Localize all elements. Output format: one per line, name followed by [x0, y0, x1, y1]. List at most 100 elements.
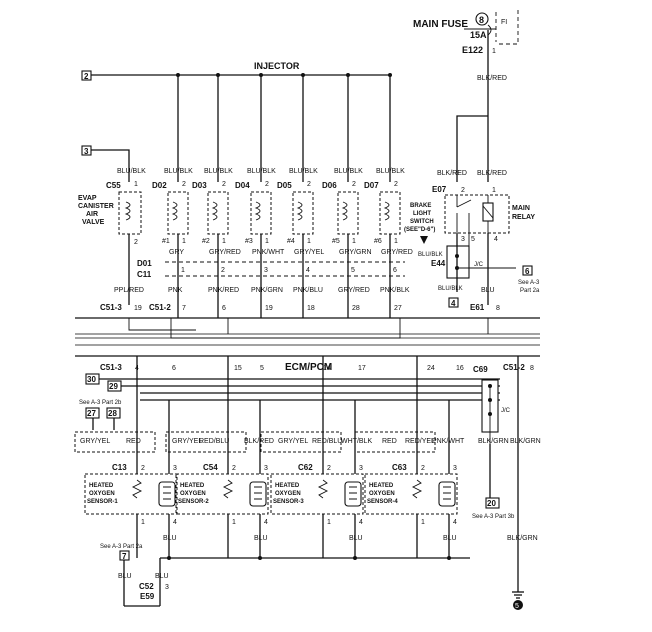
injector-bus: 2 INJECTOR 3: [81, 61, 390, 182]
sensor-wire-label: GRY/YEL: [80, 438, 110, 445]
sensor-pin-4: 4: [173, 519, 177, 526]
e59-label: E59: [140, 592, 155, 601]
fuse-number: 8: [479, 15, 484, 25]
injector-connector: D03: [192, 181, 207, 190]
sensor-wire-label: GRY/YEL: [172, 438, 202, 445]
c51-wire: PNK/RED: [208, 287, 239, 294]
brake-light-switch: BRAKE LIGHT SWITCH (SEE"D-6"): [404, 203, 435, 244]
c52-label: C52: [139, 582, 154, 591]
ref-3: 3: [84, 147, 89, 156]
sensor-name-3: SENSOR-1: [87, 499, 118, 505]
evap-name-4: VALVE: [82, 219, 105, 226]
ref-30: 30: [87, 375, 96, 384]
sensor-pin-3: 3: [453, 465, 457, 472]
injector-connector: D07: [364, 181, 379, 190]
see-2a-bottom: See A-3 Part 2a: [100, 544, 143, 550]
sensor-pin-1: 1: [141, 519, 145, 526]
blu-left: BLU: [118, 573, 132, 580]
c51-pin: 6: [222, 305, 226, 312]
sensor-pin-3: 3: [173, 465, 177, 472]
sensor-name-2: OXYGEN: [369, 491, 395, 497]
c51-wire: PNK/BLK: [380, 287, 410, 294]
d01-pin: 2: [221, 267, 225, 274]
main-fuse-label: MAIN FUSE: [413, 19, 468, 30]
c51-3-top: C51-3: [100, 303, 122, 312]
brake-name-1: BRAKE: [410, 203, 431, 209]
c51-wire: PNK/BLU: [293, 287, 323, 294]
fuse-fi: FI: [501, 19, 507, 26]
injector-pin2: 2: [394, 181, 398, 188]
evap-canister-valve: BLU/BLK C55 1 EVAP CANISTER AIR VALVE 2 …: [78, 168, 146, 305]
sensor-name-1: HEATED: [275, 483, 300, 489]
relay-pin2: 2: [461, 187, 465, 194]
ecm-pin: 6: [172, 365, 176, 372]
main-fuse: MAIN FUSE 8 15A FI E122 1 BLK/RED: [413, 10, 519, 116]
c51-pin: 18: [307, 305, 315, 312]
ref-7: 7: [122, 552, 127, 561]
ref-6: 6: [525, 267, 530, 276]
c11-label: C11: [137, 270, 152, 279]
sensor-name-2: OXYGEN: [180, 491, 206, 497]
sensor-connector: C62: [298, 463, 313, 472]
ecm-pin: 15: [234, 365, 242, 372]
main-relay: BLK/RED BLK/RED E07 2 1 MAIN RELAY 3 5 4…: [432, 115, 535, 305]
injector-wire-bottom: PNK/WHT: [252, 249, 285, 256]
sensor-ground-wire: BLU: [349, 535, 363, 542]
injector-connector: D05: [277, 181, 292, 190]
sensor-ground-wire: BLU: [254, 535, 268, 542]
sensor-ground-wire: BLU: [163, 535, 177, 542]
fuse-pin: 1: [492, 48, 496, 55]
injector-wire-bottom: GRY/RED: [209, 249, 241, 256]
injector-wire-bottom: GRY/YEL: [294, 249, 324, 256]
ref-27: 27: [87, 409, 96, 418]
e44-wire-a: BLU/BLK: [418, 252, 443, 258]
fuse-wire: BLK/RED: [477, 75, 507, 82]
sensor-pin-2: 2: [327, 465, 331, 472]
c51-pin: 27: [394, 305, 402, 312]
injector-wire-bottom: GRY: [169, 249, 184, 256]
sensor-wire-label: BLK/GRN: [510, 438, 541, 445]
sensor-pin-1: 1: [232, 519, 236, 526]
c52-pin: 3: [165, 584, 169, 591]
c51-pin: 28: [352, 305, 360, 312]
sensor-pin-4: 4: [264, 519, 268, 526]
c51-wire: PNK: [168, 287, 183, 294]
relay-name-2: RELAY: [512, 214, 535, 221]
evap-name-2: CANISTER: [78, 203, 114, 210]
evap-connector: C55: [106, 181, 121, 190]
c51-top-connectors: C51-3 19 C51-2: [75, 303, 540, 319]
see-2a-line2: Part 2a: [520, 288, 540, 294]
injector-pin2: 2: [265, 181, 269, 188]
sensor-wire-label: RED: [382, 438, 397, 445]
ecm-pin: 8: [530, 365, 534, 372]
sensor-wire-label: GRY/YEL: [278, 438, 308, 445]
relay-pin3: 3: [461, 236, 465, 243]
sensor-wire-label: BLK/GRN: [478, 438, 509, 445]
injector-wire-bottom: GRY/GRN: [339, 249, 372, 256]
sensor-pin-1: 1: [421, 519, 425, 526]
sensor-wire-label: BLK/RED: [244, 438, 274, 445]
brake-name-4: (SEE"D-6"): [404, 227, 435, 233]
relay-name-1: MAIN: [512, 205, 530, 212]
injector-number: #2: [202, 238, 210, 245]
injector-wire-top: BLU/BLK: [334, 168, 363, 175]
d01-pin: 6: [393, 267, 397, 274]
sensor-name-3: SENSOR-4: [367, 499, 398, 505]
ecm-label: ECM/PCM: [285, 362, 332, 373]
sensor-wire-label: RED/YEL: [405, 438, 435, 445]
sensor-wire-label: RED/BLU: [199, 438, 229, 445]
e44-label: E44: [431, 259, 446, 268]
evap-pin-bottom: 2: [134, 239, 138, 246]
c51-3-bottom: C51-3: [100, 363, 122, 372]
injector-number: #6: [374, 238, 382, 245]
